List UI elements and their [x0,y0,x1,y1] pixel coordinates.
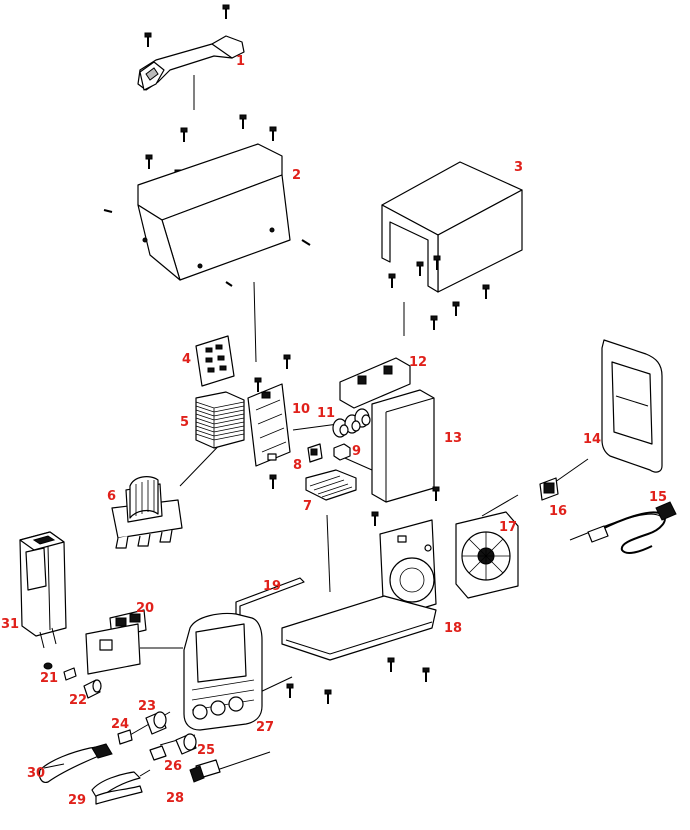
top-cover-part [103,114,311,287]
side-cover-part [381,161,523,331]
label-part-29: 29 [68,793,87,808]
small-board-part [195,335,235,387]
label-part-31: 31 [1,617,20,632]
label-part-4: 4 [182,352,192,367]
label-part-17: 17 [499,520,518,535]
label-part-30: 30 [27,766,46,781]
power-switch-part [539,477,559,501]
label-part-8: 8 [293,458,303,473]
rear-frame-part [601,339,663,473]
label-part-10: 10 [292,402,311,417]
label-part-18: 18 [444,621,463,636]
label-part-11: 11 [317,406,336,421]
label-part-2: 2 [292,168,302,183]
power-cable-part [569,501,677,554]
label-part-28: 28 [166,791,185,806]
label-part-14: 14 [583,432,602,447]
cooling-fan-part [455,511,519,599]
label-part-5: 5 [180,415,190,430]
label-part-13: 13 [444,431,463,446]
label-part-6: 6 [107,489,117,504]
label-part-21: 21 [40,671,59,686]
label-part-1: 1 [236,54,246,69]
label-part-25: 25 [197,743,216,758]
base-tray-part [281,519,437,705]
label-part-27: 27 [256,720,275,735]
label-part-23: 23 [138,699,157,714]
small-components-part [305,443,357,501]
capacitors-part [332,357,411,438]
carry-case-part [19,531,67,649]
partition-panel-part [371,389,440,527]
label-part-24: 24 [111,717,130,732]
display-board-part [85,609,147,675]
ground-clamp-part [91,769,151,805]
label-part-15: 15 [649,490,668,505]
main-board-part [247,354,291,490]
front-panel-part [183,612,263,731]
label-part-22: 22 [69,693,88,708]
label-part-12: 12 [409,355,428,370]
label-part-3: 3 [514,160,524,175]
transformer-part [111,476,183,549]
cable-plug-part [189,759,221,783]
label-part-16: 16 [549,504,568,519]
label-part-19: 19 [263,579,282,594]
label-part-7: 7 [303,499,313,514]
label-part-9: 9 [352,444,362,459]
label-part-26: 26 [164,759,183,774]
connectors-part [117,711,197,761]
terminals-part [43,662,102,699]
heatsink-stack-part [195,391,245,449]
label-part-20: 20 [136,601,155,616]
handle-part [137,4,245,91]
electrode-holder-part [38,743,113,783]
